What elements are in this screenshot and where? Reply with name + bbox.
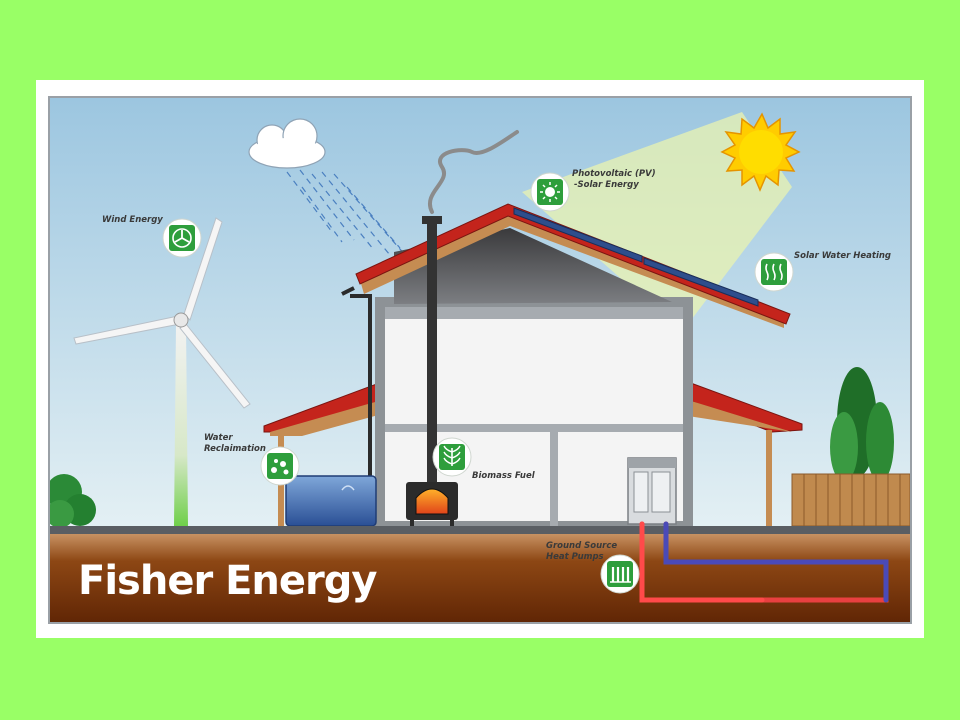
heat-pump-unit [627,457,677,525]
fence [791,473,910,527]
leaf-icon [432,437,472,477]
brand-name: Fisher Energy [78,558,377,604]
ground-surface [50,526,910,534]
label-water-line1: Water [204,433,233,443]
label-wind-energy: Wind Energy [102,215,163,225]
label-water-line2: Reclaimation [204,444,266,454]
main-roof [355,203,791,328]
chimney [422,216,442,486]
label-pv-line1: Photovoltaic (PV) [572,169,656,179]
ground-loop-pipes [639,521,889,603]
left-porch-eave [270,400,382,436]
downpipe [350,294,372,480]
right-porch-post [766,430,772,526]
sun-icon [720,112,801,192]
trees [830,367,894,482]
water-tank [285,475,377,527]
label-ground-line2: Heat Pumps [546,552,604,562]
heat-waves-icon [754,252,794,292]
label-ground-line1: Ground Source [546,541,617,551]
sun-beam [522,112,792,332]
radiator-icon [600,554,640,594]
chimney-smoke [428,130,519,214]
label-biomass-fuel: Biomass Fuel [472,471,536,481]
wood-stove [406,482,458,526]
label-solar-water-heating: Solar Water Heating [794,251,891,261]
ground [50,526,910,622]
water-drops-icon [260,446,300,486]
rain [286,169,408,261]
right-porch-eave [688,400,792,432]
cloud [248,118,326,169]
gutter [341,286,355,296]
wind-turbine-icon [162,218,202,258]
label-pv-line2: -Solar Energy [574,180,639,190]
solar-panels [513,207,759,307]
energy-diagram: Fisher Energy Wind Energy Photovoltaic (… [48,96,912,624]
bushes [50,474,96,528]
wind-turbine [73,217,251,526]
sun-panel-icon [530,172,570,212]
